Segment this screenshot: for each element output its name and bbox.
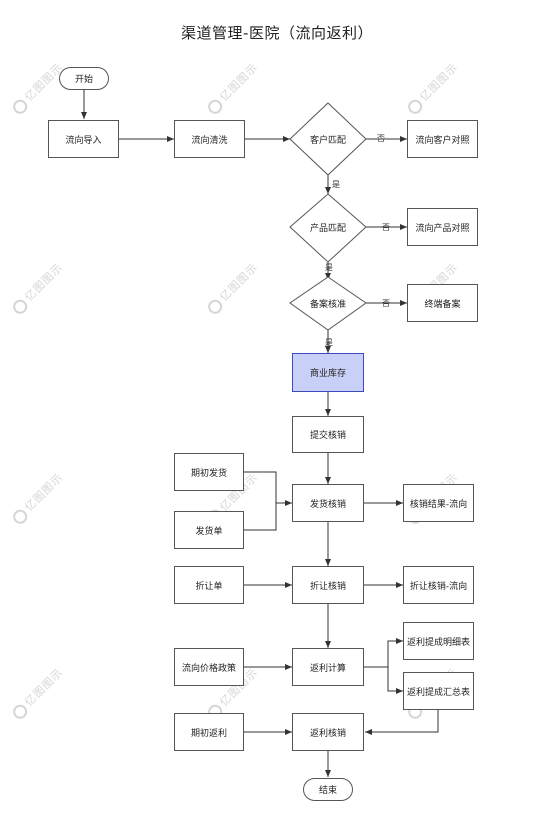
node-rebate-summary: 返利提成汇总表: [403, 672, 474, 710]
edge-label-yes: 是: [325, 338, 333, 347]
node-initial-rebate: 期初返利: [174, 713, 244, 751]
node-rebate-detail: 返利提成明细表: [403, 622, 474, 660]
node-product-compare: 流向产品对照: [407, 208, 478, 246]
node-flow-clean: 流向清洗: [174, 120, 245, 158]
edge-label-no: 否: [377, 134, 385, 143]
node-submit-writeoff: 提交核销: [292, 416, 364, 453]
node-terminal-filing: 终端备案: [407, 284, 478, 322]
node-rebate-calc: 返利计算: [292, 648, 364, 686]
node-rebate-writeoff: 返利核销: [292, 713, 364, 751]
node-shipment-writeoff: 发货核销: [292, 484, 364, 522]
node-discount-writeoff: 折让核销: [292, 566, 364, 604]
edge-label-yes: 是: [332, 180, 340, 189]
node-start: 开始: [59, 67, 109, 90]
edge-label-no: 否: [382, 299, 390, 308]
edge-summary-writeoff: [365, 710, 439, 735]
node-product-match: 产品匹配: [309, 224, 346, 234]
diagram-title: 渠道管理-医院（流向返利）: [181, 24, 373, 42]
diamond-customer-match: [289, 102, 367, 176]
edge-rebate-detail: [364, 638, 403, 668]
node-shipment-doc: 发货单: [174, 511, 244, 549]
node-writeoff-result: 核销结果-流向: [403, 484, 474, 522]
node-discount-writeoff-flow: 折让核销-流向: [403, 566, 474, 604]
edge-doc-shipment: [244, 503, 277, 531]
node-price-policy: 流向价格政策: [174, 648, 244, 686]
node-initial-shipment: 期初发货: [174, 453, 244, 491]
node-commercial-inventory: 商业库存: [292, 353, 364, 392]
edge-initial-shipment: [244, 471, 292, 506]
node-customer-compare: 流向客户对照: [407, 120, 478, 158]
node-filing-approval: 备案核准: [309, 300, 346, 310]
diamond-filing-approval: [289, 276, 367, 331]
node-customer-match: 客户匹配: [309, 136, 346, 146]
diamond-product-match: [289, 193, 367, 263]
node-flow-import: 流向导入: [48, 120, 119, 158]
node-end: 结束: [303, 778, 353, 801]
edge-rebate-summary: [387, 667, 403, 694]
node-discount-doc: 折让单: [174, 566, 244, 604]
edge-label-no: 否: [382, 223, 390, 232]
edge-label-yes: 是: [325, 263, 333, 272]
